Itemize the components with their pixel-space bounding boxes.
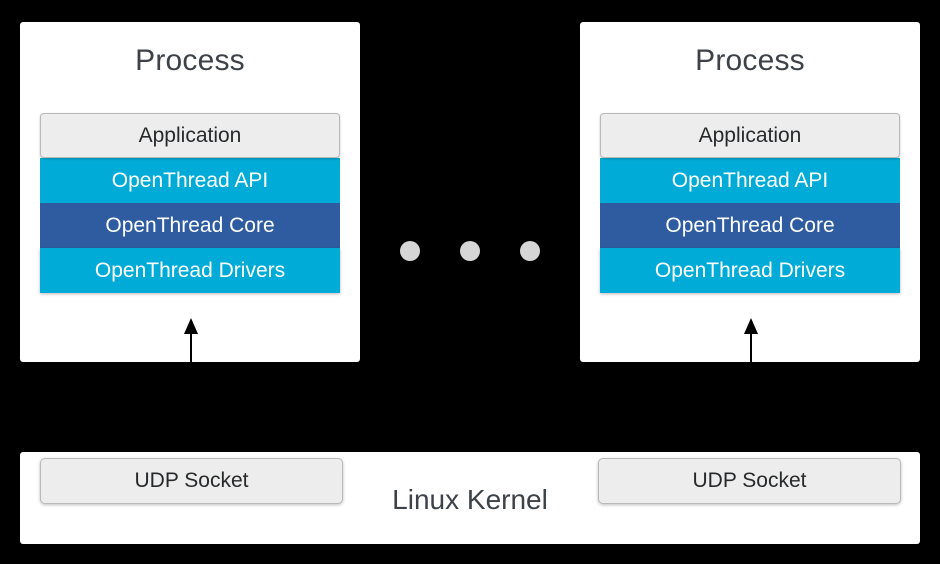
layer-openthread-api-right[interactable]: OpenThread API <box>600 158 900 203</box>
ellipsis-dot-icon <box>400 241 420 261</box>
layer-application-left[interactable]: Application <box>40 113 340 158</box>
ellipsis-dots <box>400 241 540 263</box>
layer-openthread-core-left[interactable]: OpenThread Core <box>40 203 340 248</box>
arrow-shaft <box>750 330 752 362</box>
udp-socket-left[interactable]: UDP Socket <box>40 458 343 504</box>
arrow-udp-socket-to-drivers-right <box>741 318 761 362</box>
layer-stack-left: Application OpenThread API OpenThread Co… <box>40 113 340 293</box>
arrow-head-icon <box>184 318 198 334</box>
process-title-right: Process <box>695 44 805 77</box>
ellipsis-dot-icon <box>520 241 540 261</box>
layer-stack-right: Application OpenThread API OpenThread Co… <box>600 113 900 293</box>
process-card-right: Process Application OpenThread API OpenT… <box>580 22 920 362</box>
layer-application-right[interactable]: Application <box>600 113 900 158</box>
linux-kernel-label: Linux Kernel <box>392 484 548 515</box>
linux-kernel-card: Linux Kernel UDP Socket UDP Socket <box>20 452 920 544</box>
layer-openthread-drivers-right[interactable]: OpenThread Drivers <box>600 248 900 293</box>
ellipsis-dot-icon <box>460 241 480 261</box>
process-title-left: Process <box>135 44 245 77</box>
layer-openthread-drivers-left[interactable]: OpenThread Drivers <box>40 248 340 293</box>
process-card-left: Process Application OpenThread API OpenT… <box>20 22 360 362</box>
arrow-shaft <box>190 330 192 362</box>
layer-openthread-api-left[interactable]: OpenThread API <box>40 158 340 203</box>
layer-openthread-core-right[interactable]: OpenThread Core <box>600 203 900 248</box>
arrow-udp-socket-to-drivers-left <box>181 318 201 362</box>
arrow-head-icon <box>744 318 758 334</box>
udp-socket-right[interactable]: UDP Socket <box>598 458 901 504</box>
